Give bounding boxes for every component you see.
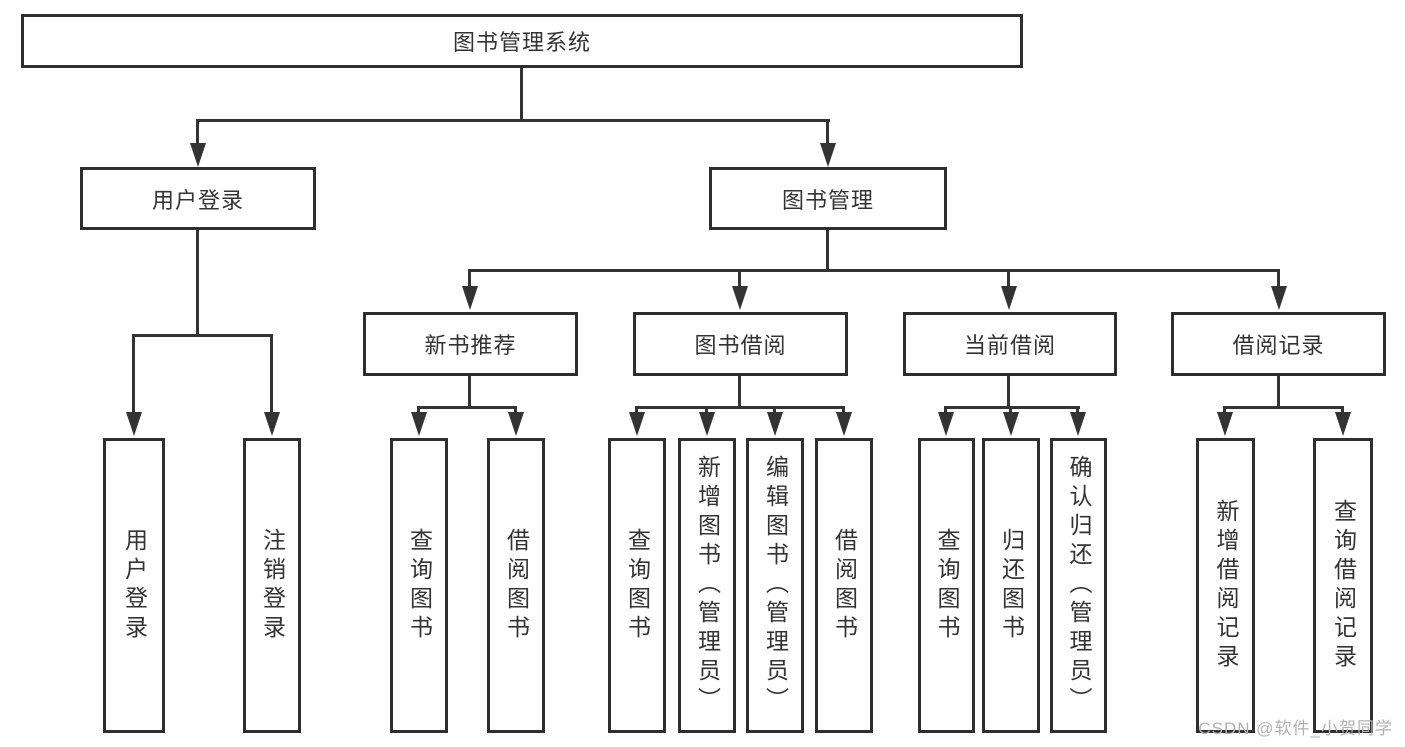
- connector-drop: [1007, 269, 1010, 289]
- connector-rail-level3: [468, 269, 1280, 272]
- arrowhead-icon: [411, 412, 427, 436]
- connector-drop: [1076, 406, 1079, 416]
- connector-drop: [826, 119, 829, 145]
- connector-drop: [944, 406, 947, 416]
- arrowhead-icon: [1070, 412, 1086, 436]
- node-leaf-query-books-borrow: 查询图书: [608, 438, 666, 733]
- node-current-borrow: 当前借阅: [903, 312, 1117, 376]
- arrowhead-icon: [699, 412, 715, 436]
- node-leaf-query-books-recommend: 查询图书: [390, 438, 448, 733]
- arrowhead-icon: [190, 143, 206, 167]
- connector-borrow-records-stem: [1277, 376, 1280, 409]
- node-leaf-confirm-return-admin: 确认归还（管理员）: [1050, 438, 1107, 733]
- connector-drop: [417, 406, 420, 416]
- arrowhead-icon: [1003, 412, 1019, 436]
- connector-book-management-stem: [826, 230, 829, 272]
- connector-drop: [514, 406, 517, 416]
- connector-current-borrow-stem: [1007, 376, 1010, 409]
- arrowhead-icon: [836, 412, 852, 436]
- connector-drop: [1277, 269, 1280, 289]
- arrowhead-icon: [1217, 412, 1233, 436]
- connector-book-borrow-stem: [738, 376, 741, 409]
- connector-rail-borrow-records: [1223, 406, 1344, 409]
- connector-drop: [1341, 406, 1344, 416]
- connector-root-stem: [520, 68, 523, 122]
- connector-rail-level2: [196, 119, 830, 122]
- node-leaf-add-books-admin: 新增图书（管理员）: [678, 438, 736, 733]
- arrowhead-icon: [264, 412, 280, 436]
- node-new-book-recommend: 新书推荐: [363, 312, 578, 376]
- arrowhead-icon: [767, 412, 783, 436]
- connector-drop: [468, 269, 471, 289]
- node-leaf-borrow-books: 借阅图书: [815, 438, 873, 733]
- arrowhead-icon: [732, 286, 748, 310]
- arrowhead-icon: [1001, 286, 1017, 310]
- connector-drop: [842, 406, 845, 416]
- connector-new-book-recommend-stem: [468, 376, 471, 409]
- connector-rail-book-borrow: [635, 406, 845, 409]
- connector-rail-current-borrow: [944, 406, 1080, 409]
- node-borrow-records: 借阅记录: [1171, 312, 1386, 376]
- node-leaf-borrow-books-recommend: 借阅图书: [487, 438, 545, 733]
- connector-drop: [635, 406, 638, 416]
- arrowhead-icon: [1271, 286, 1287, 310]
- arrowhead-icon: [820, 143, 836, 167]
- node-leaf-return-books: 归还图书: [982, 438, 1040, 733]
- node-leaf-user-login: 用户登录: [103, 438, 165, 733]
- connector-drop: [738, 269, 741, 289]
- arrowhead-icon: [938, 412, 954, 436]
- connector-drop: [1009, 406, 1012, 416]
- node-leaf-query-borrow-record: 查询借阅记录: [1313, 438, 1373, 733]
- node-user-login: 用户登录: [80, 167, 316, 230]
- node-leaf-query-books-current: 查询图书: [918, 438, 975, 733]
- node-leaf-edit-books-admin: 编辑图书（管理员）: [746, 438, 804, 733]
- arrowhead-icon: [629, 412, 645, 436]
- connector-rail-new-book-recommend: [417, 406, 517, 409]
- node-book-borrow: 图书借阅: [633, 312, 848, 376]
- watermark: CSDN @软件_小贺同学: [1198, 719, 1393, 738]
- arrowhead-icon: [508, 412, 524, 436]
- connector-user-login-stem: [196, 230, 199, 337]
- connector-drop: [705, 406, 708, 416]
- arrowhead-icon: [1335, 412, 1351, 436]
- connector-drop: [773, 406, 776, 416]
- node-book-management: 图书管理: [709, 167, 947, 230]
- node-root: 图书管理系统: [21, 14, 1023, 68]
- arrowhead-icon: [126, 412, 142, 436]
- connector-drop: [1223, 406, 1226, 416]
- connector-drop: [196, 119, 199, 145]
- connector-drop: [270, 334, 273, 414]
- arrowhead-icon: [462, 286, 478, 310]
- connector-drop: [132, 334, 135, 414]
- node-leaf-add-borrow-record: 新增借阅记录: [1196, 438, 1255, 733]
- node-leaf-logout: 注销登录: [243, 438, 301, 733]
- connector-rail-user-login: [132, 334, 273, 337]
